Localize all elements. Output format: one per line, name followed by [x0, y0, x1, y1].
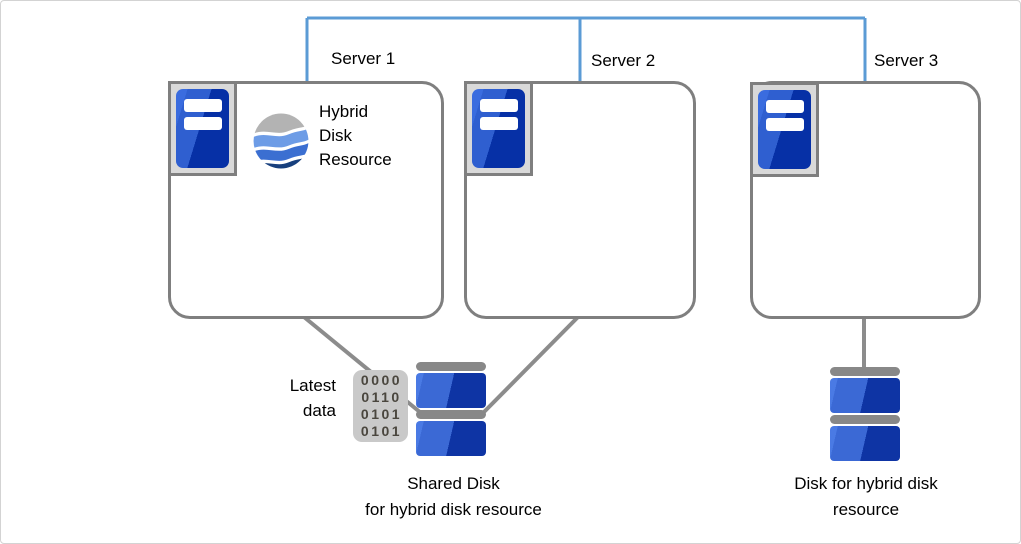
server2-label: Server 2 — [591, 51, 656, 70]
hybrid-disk-icon — [830, 367, 900, 461]
hybrid-label-line: Resource — [319, 150, 392, 169]
disk-platter — [416, 421, 486, 456]
binary-row: 0000 — [360, 372, 403, 388]
hybrid-label-line: Disk — [319, 126, 353, 145]
binary-row: 0101 — [360, 423, 403, 439]
server-slot-icon — [480, 99, 518, 112]
disk-cap — [416, 410, 486, 419]
interconnect-network-line — [305, 16, 867, 81]
binary-data-icon: 0000 0110 0101 0101 — [353, 370, 408, 442]
server-slot-icon — [766, 100, 804, 113]
hybrid-label-line: Hybrid — [319, 102, 369, 121]
latest-data-line: Latest — [289, 376, 336, 395]
disk-cap — [830, 367, 900, 376]
server-tower-icon — [758, 90, 811, 169]
disk-platter — [416, 373, 486, 408]
server3-server-icon — [750, 82, 819, 177]
shared-disk-caption-line: for hybrid disk resource — [365, 500, 542, 519]
server2-server-icon — [464, 81, 533, 176]
hybrid-disk-caption: Disk for hybrid disk resource — [766, 471, 966, 523]
disk-platter — [830, 378, 900, 413]
server-tower-icon — [176, 89, 229, 168]
disk-platter — [830, 426, 900, 461]
server3-label: Server 3 — [874, 51, 939, 70]
wave-sphere-logo-icon — [253, 113, 309, 169]
server1-server-icon — [168, 81, 237, 176]
hybrid-disk-caption-line: resource — [832, 500, 900, 519]
server1-label: Server 1 — [331, 49, 396, 68]
latest-data-line: data — [302, 401, 336, 420]
shared-disk-caption-line: Shared Disk — [407, 474, 500, 493]
shared-disk-icon — [416, 362, 486, 456]
shared-disk-caption: Shared Disk for hybrid disk resource — [331, 471, 576, 523]
server-slot-icon — [766, 118, 804, 131]
latest-data-label: Latest data — [251, 373, 336, 423]
server-slot-icon — [184, 117, 222, 130]
binary-row: 0101 — [360, 406, 403, 422]
binary-row: 0110 — [361, 389, 402, 405]
disk-cap — [830, 415, 900, 424]
server2-to-shared-disk-line — [481, 315, 580, 415]
hybrid-disk-caption-line: Disk for hybrid disk — [794, 474, 938, 493]
server-slot-icon — [184, 99, 222, 112]
server-tower-icon — [472, 89, 525, 168]
disk-cap — [416, 362, 486, 371]
server-slot-icon — [480, 117, 518, 130]
hybrid-disk-resource-label: Hybrid Disk Resource — [319, 100, 392, 172]
